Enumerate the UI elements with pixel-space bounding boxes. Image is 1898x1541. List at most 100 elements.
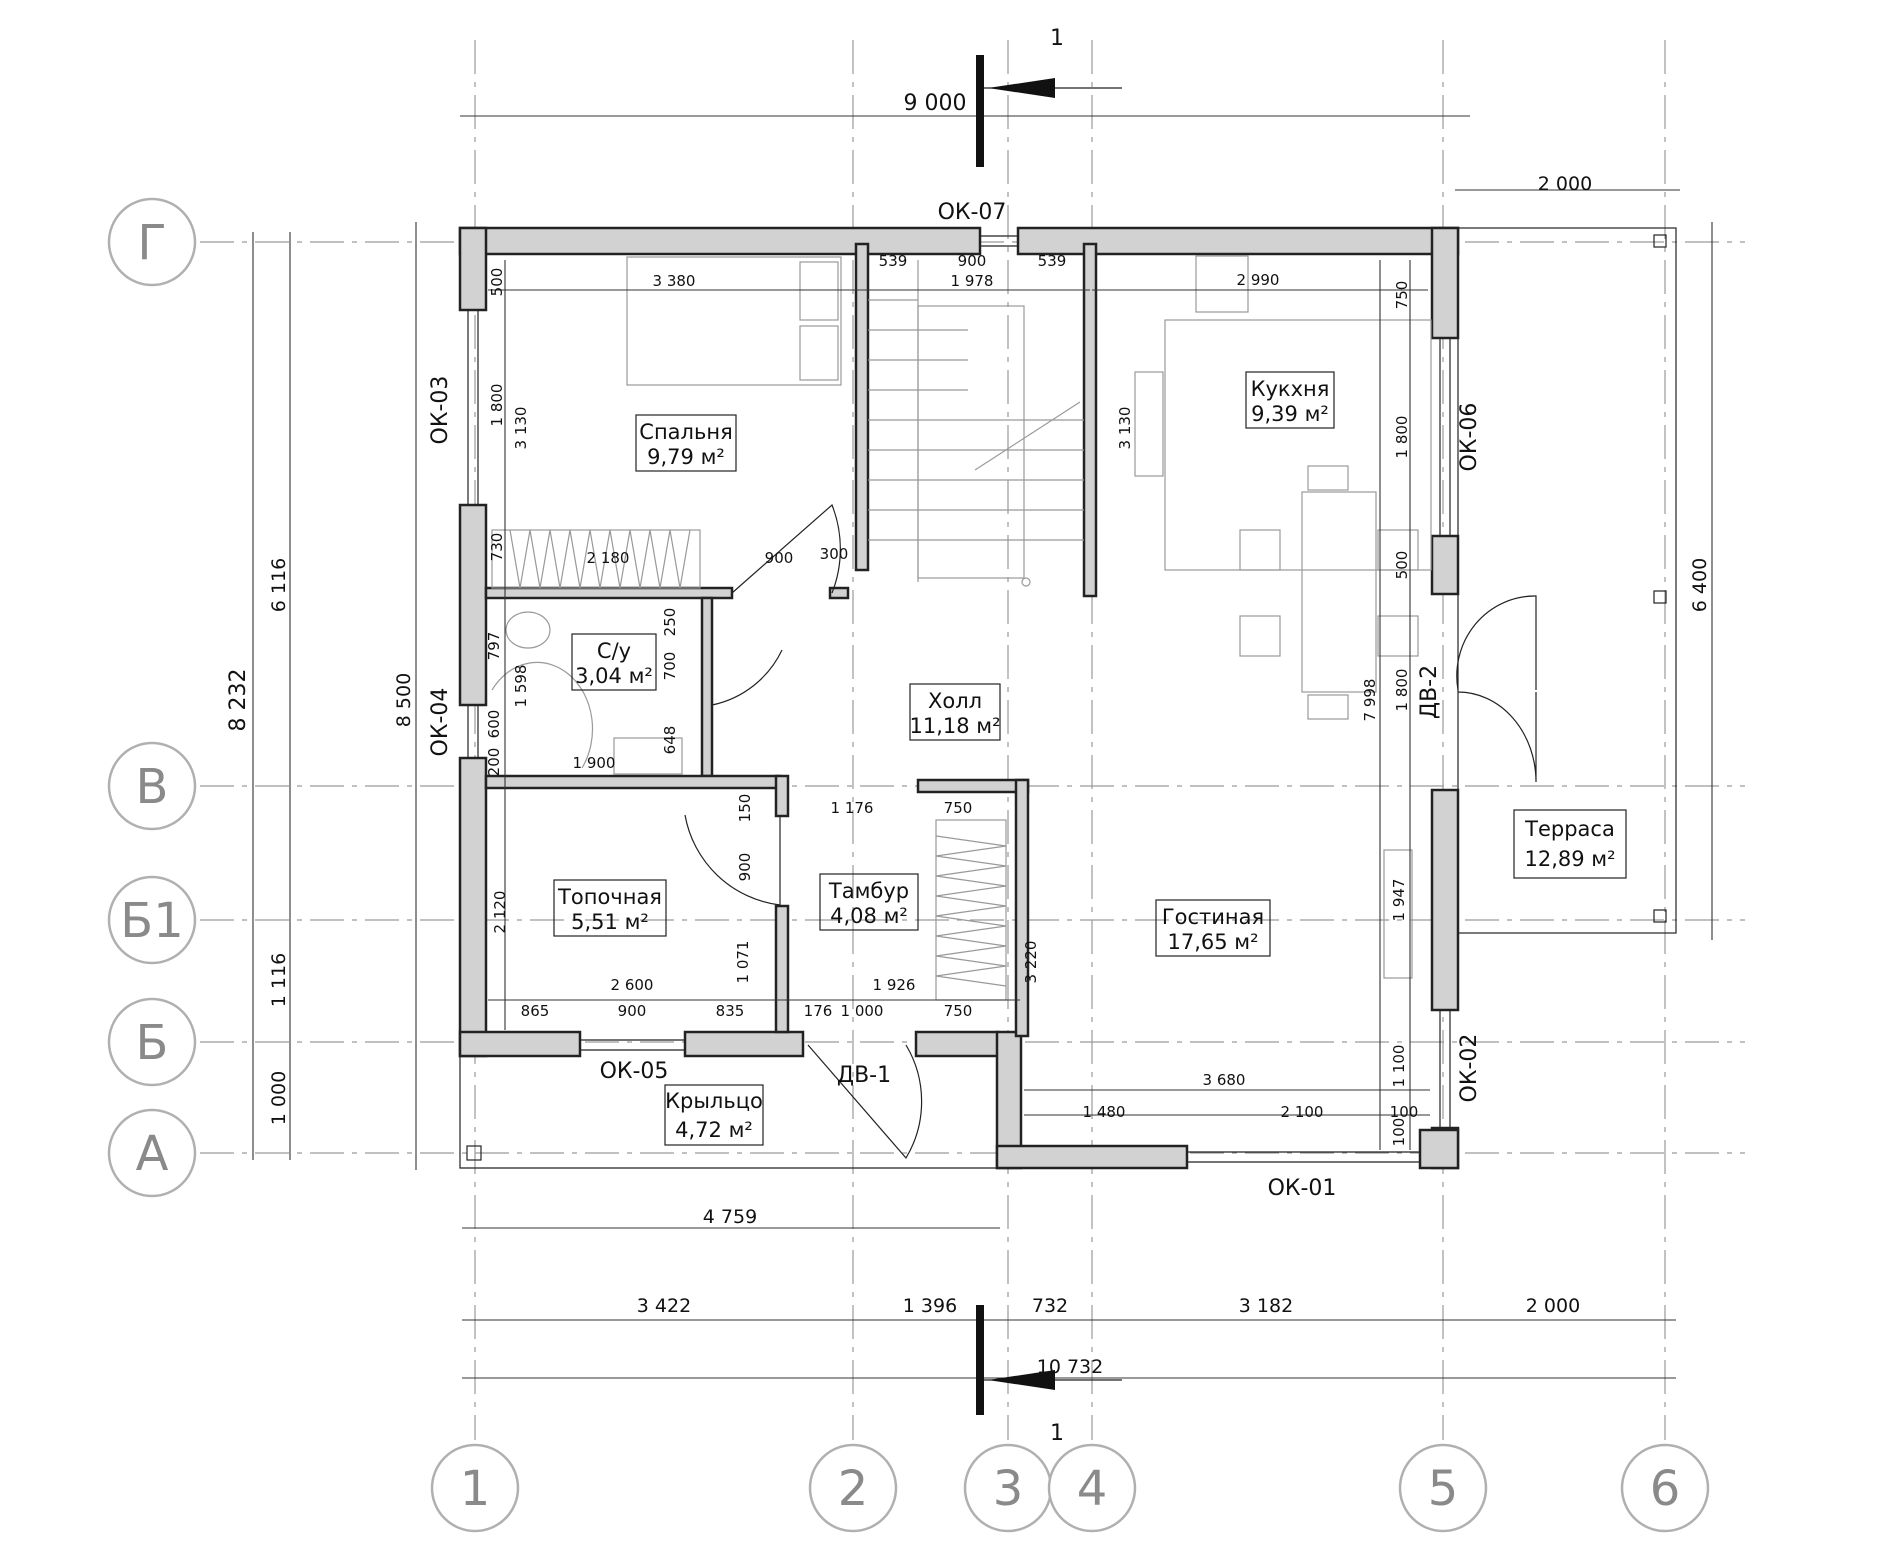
room-area: 5,51 м² <box>571 910 649 934</box>
dim-250: 250 <box>661 608 679 637</box>
dim-3380: 3 380 <box>653 272 696 290</box>
room-name: Крыльцо <box>665 1089 763 1113</box>
tag-ok-03: ОК-03 <box>428 376 453 445</box>
room-living: Гостиная 17,65 м² <box>1155 899 1271 957</box>
room-area: 9,79 м² <box>647 445 725 469</box>
dim-1000: 1 000 <box>841 1002 884 1020</box>
dim-750-entry: 750 <box>944 1002 973 1020</box>
dim-3680: 3 680 <box>1203 1071 1246 1089</box>
axis-row-b: Б <box>136 1015 169 1071</box>
dim-3130-kitchen: 3 130 <box>1116 407 1134 450</box>
dim-600: 600 <box>485 710 503 739</box>
dim-height-upper: 6 116 <box>268 558 290 612</box>
windows <box>467 235 1451 1163</box>
axis-column-5: 5 <box>1428 1461 1459 1517</box>
dim-500-top: 500 <box>488 268 506 297</box>
furniture <box>491 255 1432 1001</box>
room-name: Холл <box>928 689 982 713</box>
dim-900-stair: 900 <box>958 252 987 270</box>
dim-100-b: 100 <box>1390 1118 1408 1147</box>
dim-chain-4: 3 182 <box>1239 1295 1293 1317</box>
staircase <box>868 260 1084 587</box>
dim-176: 176 <box>804 1002 833 1020</box>
dim-1071: 1 071 <box>734 941 752 984</box>
dimension-lines <box>252 115 1713 1379</box>
dim-730: 730 <box>488 533 506 562</box>
overall-dimensions: 9 000 2 000 8 232 6 116 1 116 1 000 8 50… <box>226 91 1711 1378</box>
room-name: Терраса <box>1524 817 1615 841</box>
dim-1100: 1 100 <box>1390 1045 1408 1088</box>
section-label-top: 1 <box>1050 26 1064 51</box>
dim-1800-bedroom: 1 800 <box>488 384 506 427</box>
axis-row-g: Г <box>137 215 166 271</box>
dim-900-vert: 900 <box>736 853 754 882</box>
room-name: Спальня <box>639 420 732 444</box>
room-area: 17,65 м² <box>1167 930 1258 954</box>
room-bedroom: Спальня 9,79 м² <box>635 414 737 472</box>
room-area: 4,72 м² <box>675 1118 753 1142</box>
room-labels: Спальня 9,79 м² Кукхня 9,39 м² С/у 3,04 … <box>553 371 1627 1146</box>
dim-2180: 2 180 <box>587 549 630 567</box>
axis-row-b1: Б1 <box>120 893 183 949</box>
dim-1480: 1 480 <box>1083 1103 1126 1121</box>
dim-150: 150 <box>736 794 754 823</box>
dim-width-top: 9 000 <box>904 91 967 116</box>
dim-height-lower: 1 000 <box>268 1071 290 1125</box>
opening-tags: ОК-07 ОК-03 ОК-04 ОК-06 ДВ-2 ОК-02 ОК-05… <box>428 200 1482 1201</box>
dim-1800-living: 1 800 <box>1393 669 1411 712</box>
room-kitchen: Кукхня 9,39 м² <box>1245 371 1335 429</box>
room-name: Гостиная <box>1162 905 1264 929</box>
room-name: С/у <box>597 639 631 663</box>
dim-chain-1: 3 422 <box>637 1295 691 1317</box>
room-area: 9,39 м² <box>1251 402 1329 426</box>
dim-chain-5: 2 000 <box>1526 1295 1580 1317</box>
axis-column-2: 2 <box>838 1461 869 1517</box>
dim-3130-bedroom: 3 130 <box>512 407 530 450</box>
tag-dv-2: ДВ-2 <box>1417 665 1442 719</box>
doors <box>684 503 1537 1160</box>
room-wc: С/у 3,04 м² <box>571 633 657 691</box>
dim-100-a: 100 <box>1390 1103 1419 1121</box>
room-name: Топочная <box>557 885 662 909</box>
dim-539-left: 539 <box>879 252 908 270</box>
dim-700: 700 <box>661 652 679 681</box>
axis-column-1: 1 <box>460 1461 491 1517</box>
dim-terrace-height: 6 400 <box>1689 558 1711 612</box>
dim-1900: 1 900 <box>573 754 616 772</box>
dim-539-right: 539 <box>1038 252 1067 270</box>
room-area: 12,89 м² <box>1524 847 1615 871</box>
tag-ok-07: ОК-07 <box>938 200 1007 225</box>
dim-2120: 2 120 <box>491 891 509 934</box>
tag-ok-04: ОК-04 <box>428 688 453 757</box>
dim-835: 835 <box>716 1002 745 1020</box>
dim-500-kitchen: 500 <box>1393 551 1411 580</box>
dim-chain-3: 732 <box>1032 1295 1068 1317</box>
dim-3220: 3 220 <box>1022 941 1040 984</box>
section-cut-markers: 1 1 <box>976 26 1122 1446</box>
axis-column-4: 4 <box>1077 1461 1108 1517</box>
axis-row-a: А <box>136 1126 169 1182</box>
room-area: 11,18 м² <box>909 714 1000 738</box>
dim-900-porch: 900 <box>618 1002 647 1020</box>
dim-porch-width: 4 759 <box>703 1206 757 1228</box>
dim-width-bottom: 10 732 <box>1037 1356 1103 1378</box>
dim-building-height: 8 500 <box>393 673 415 727</box>
dim-797: 797 <box>485 632 503 661</box>
tag-ok-01: ОК-01 <box>1268 1176 1337 1201</box>
room-hall: Холл 11,18 м² <box>909 683 1001 741</box>
dim-height-mid: 1 116 <box>268 953 290 1007</box>
room-area: 4,08 м² <box>830 904 908 928</box>
dim-1947: 1 947 <box>1390 879 1408 922</box>
tag-ok-06: ОК-06 <box>1457 403 1482 472</box>
room-porch: Крыльцо 4,72 м² <box>664 1084 764 1146</box>
axis-column-6: 6 <box>1650 1461 1681 1517</box>
room-name: Тамбур <box>828 879 909 903</box>
dim-900-door: 900 <box>765 549 794 567</box>
tag-ok-02: ОК-02 <box>1457 1034 1482 1103</box>
axis-bubbles-columns: 1 2 3 4 5 6 <box>430 1443 1710 1533</box>
dim-chain-2: 1 396 <box>903 1295 957 1317</box>
room-boiler: Топочная 5,51 м² <box>553 879 667 937</box>
room-terrace: Терраса 12,89 м² <box>1513 809 1627 879</box>
dim-1926: 1 926 <box>873 976 916 994</box>
